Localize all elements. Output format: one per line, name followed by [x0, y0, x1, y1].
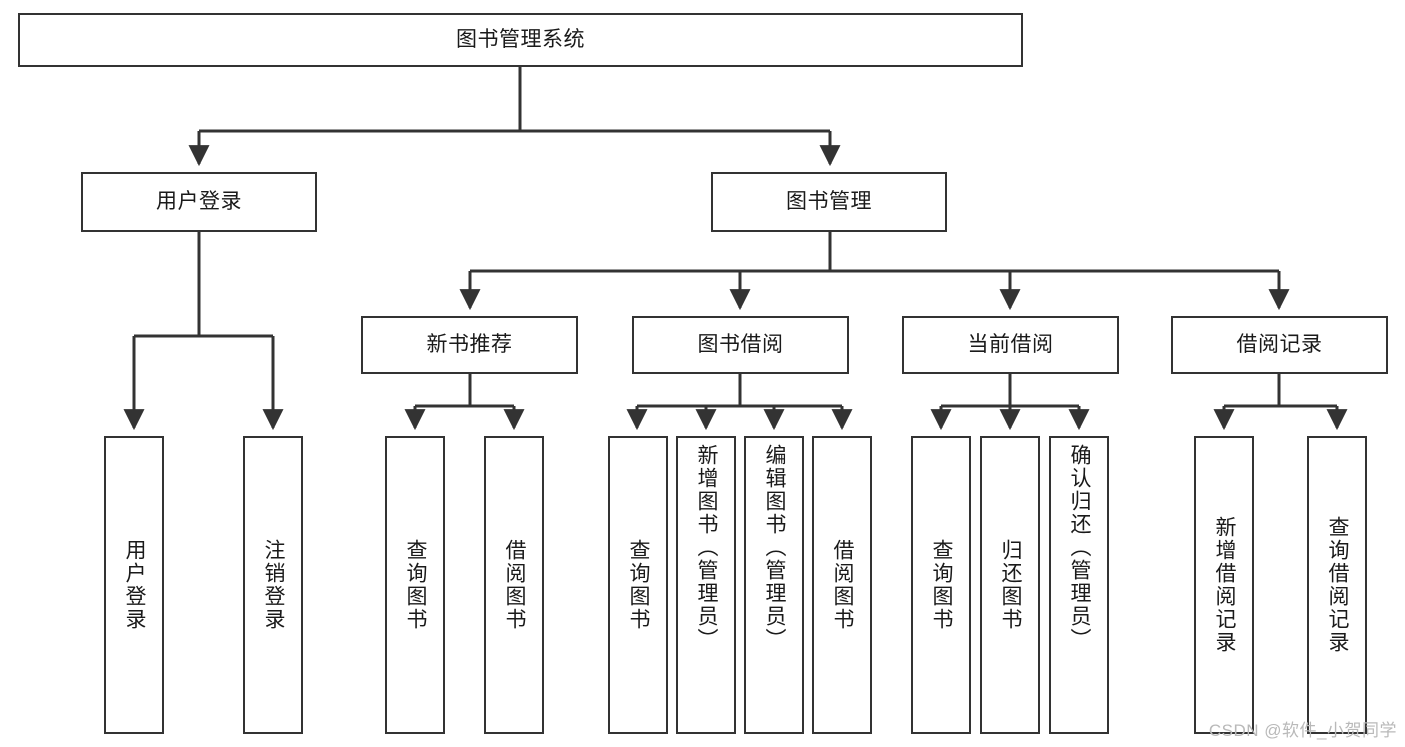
node-borrow-record[interactable]: 借阅记录 [1171, 316, 1388, 374]
node-leaf-return-book-label: 归还图书 [999, 539, 1023, 631]
node-leaf-query-record[interactable]: 查询借阅记录 [1307, 436, 1367, 734]
node-leaf-query-book-2[interactable]: 查询图书 [608, 436, 668, 734]
watermark: CSDN @软件_小贺同学 [1208, 721, 1397, 740]
node-leaf-query-book-2-label: 查询图书 [627, 539, 651, 631]
node-user-login[interactable]: 用户登录 [81, 172, 317, 232]
node-leaf-add-book[interactable]: 新增图书（管理员） [676, 436, 736, 734]
node-new-book-recommend-label: 新书推荐 [426, 332, 513, 356]
node-leaf-logout[interactable]: 注销登录 [243, 436, 303, 734]
node-leaf-borrow-book-1-label: 借阅图书 [503, 539, 527, 631]
node-borrow-record-label: 借阅记录 [1236, 332, 1323, 356]
node-leaf-add-record[interactable]: 新增借阅记录 [1194, 436, 1254, 734]
node-current-borrow[interactable]: 当前借阅 [902, 316, 1119, 374]
node-leaf-edit-book-label: 编辑图书（管理员） [763, 444, 787, 651]
node-leaf-query-book-1[interactable]: 查询图书 [385, 436, 445, 734]
node-book-management[interactable]: 图书管理 [711, 172, 947, 232]
node-leaf-query-record-label: 查询借阅记录 [1326, 516, 1350, 654]
node-leaf-add-book-label: 新增图书（管理员） [695, 444, 719, 651]
node-leaf-borrow-book-1[interactable]: 借阅图书 [484, 436, 544, 734]
node-book-borrow[interactable]: 图书借阅 [632, 316, 849, 374]
node-leaf-borrow-book-2-label: 借阅图书 [831, 539, 855, 631]
node-leaf-query-book-3[interactable]: 查询图书 [911, 436, 971, 734]
node-current-borrow-label: 当前借阅 [967, 332, 1054, 356]
node-root[interactable]: 图书管理系统 [18, 13, 1023, 67]
node-leaf-edit-book[interactable]: 编辑图书（管理员） [744, 436, 804, 734]
node-user-login-label: 用户登录 [156, 189, 242, 213]
node-book-management-label: 图书管理 [786, 189, 872, 213]
node-leaf-borrow-book-2[interactable]: 借阅图书 [812, 436, 872, 734]
node-leaf-return-book[interactable]: 归还图书 [980, 436, 1040, 734]
node-leaf-user-login-label: 用户登录 [123, 539, 147, 631]
node-leaf-add-record-label: 新增借阅记录 [1213, 516, 1237, 654]
node-leaf-confirm-return[interactable]: 确认归还（管理员） [1049, 436, 1109, 734]
node-leaf-user-login[interactable]: 用户登录 [104, 436, 164, 734]
node-leaf-logout-label: 注销登录 [262, 539, 286, 631]
node-leaf-confirm-return-label: 确认归还（管理员） [1068, 444, 1092, 651]
node-book-borrow-label: 图书借阅 [697, 332, 784, 356]
node-root-label: 图书管理系统 [456, 27, 585, 51]
node-leaf-query-book-1-label: 查询图书 [404, 539, 428, 631]
node-leaf-query-book-3-label: 查询图书 [930, 539, 954, 631]
node-new-book-recommend[interactable]: 新书推荐 [361, 316, 578, 374]
